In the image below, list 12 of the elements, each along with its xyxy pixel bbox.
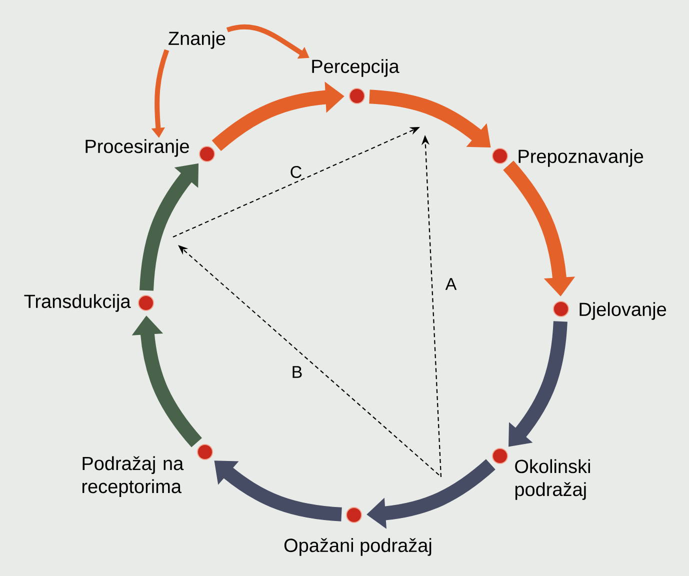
line-label: C	[290, 166, 302, 178]
node-label: Znanje	[168, 31, 226, 49]
line-label: B	[292, 366, 302, 378]
node-label: Percepcija	[312, 59, 400, 77]
node-label: Okolinski podražaj	[515, 459, 590, 500]
line-label: A	[445, 278, 457, 290]
node-label: Prepoznavanje	[518, 149, 644, 167]
node-label: Procesiranje	[86, 139, 189, 157]
node-label: Podražaj na receptorima	[82, 456, 184, 497]
node-label: Opažani podražaj	[284, 538, 432, 556]
node-label: Transdukcija	[24, 294, 131, 312]
node-label: Djelovanje	[580, 302, 666, 320]
